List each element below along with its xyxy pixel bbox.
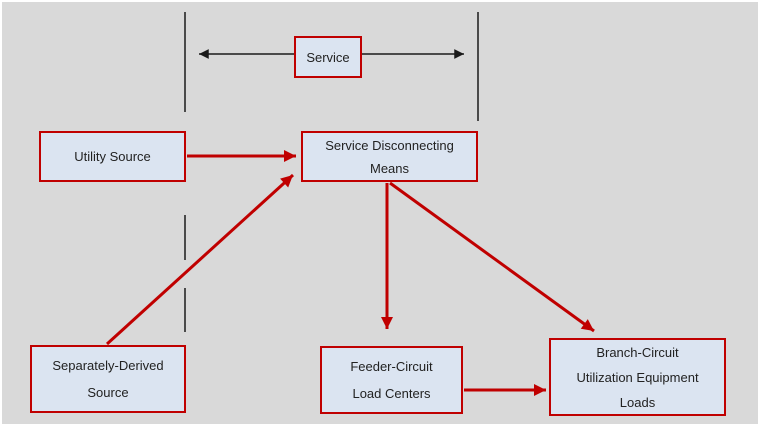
branch-circuit-loads-label-line1: Branch-Circuit bbox=[596, 344, 679, 360]
feeder-circuit-load-centers-label-line1: Feeder-Circuit bbox=[350, 359, 433, 374]
separately-derived-source-box: Separately-Derived Source bbox=[30, 345, 186, 413]
service-disconnecting-means-label-line2: Means bbox=[369, 160, 410, 176]
separately-derived-source-label-line1: Separately-Derived bbox=[52, 358, 164, 373]
service-disconnecting-means-label-line1: Service Disconnecting bbox=[325, 137, 454, 153]
branch-circuit-loads-box: Branch-Circuit Utilization Equipment Loa… bbox=[549, 338, 726, 416]
separately-derived-source-label-line2: Source bbox=[87, 385, 129, 400]
utility-source-label: Utility Source bbox=[74, 149, 151, 164]
feeder-circuit-load-centers-label-line2: Load Centers bbox=[352, 386, 431, 401]
service-disconnecting-means-box: Service Disconnecting Means bbox=[301, 131, 478, 182]
branch-circuit-loads-label-line2: Utilization Equipment bbox=[576, 369, 699, 385]
service-label: Service bbox=[306, 49, 350, 65]
branch-circuit-loads-label-line3: Loads bbox=[619, 394, 656, 410]
disconnect-to-branch-arrow bbox=[389, 181, 595, 333]
separately-derived-to-disconnect-arrow bbox=[105, 173, 295, 346]
utility-source-box: Utility Source bbox=[39, 131, 186, 182]
feeder-circuit-load-centers-box: Feeder-Circuit Load Centers bbox=[320, 346, 463, 414]
service-box: Service bbox=[294, 36, 362, 78]
